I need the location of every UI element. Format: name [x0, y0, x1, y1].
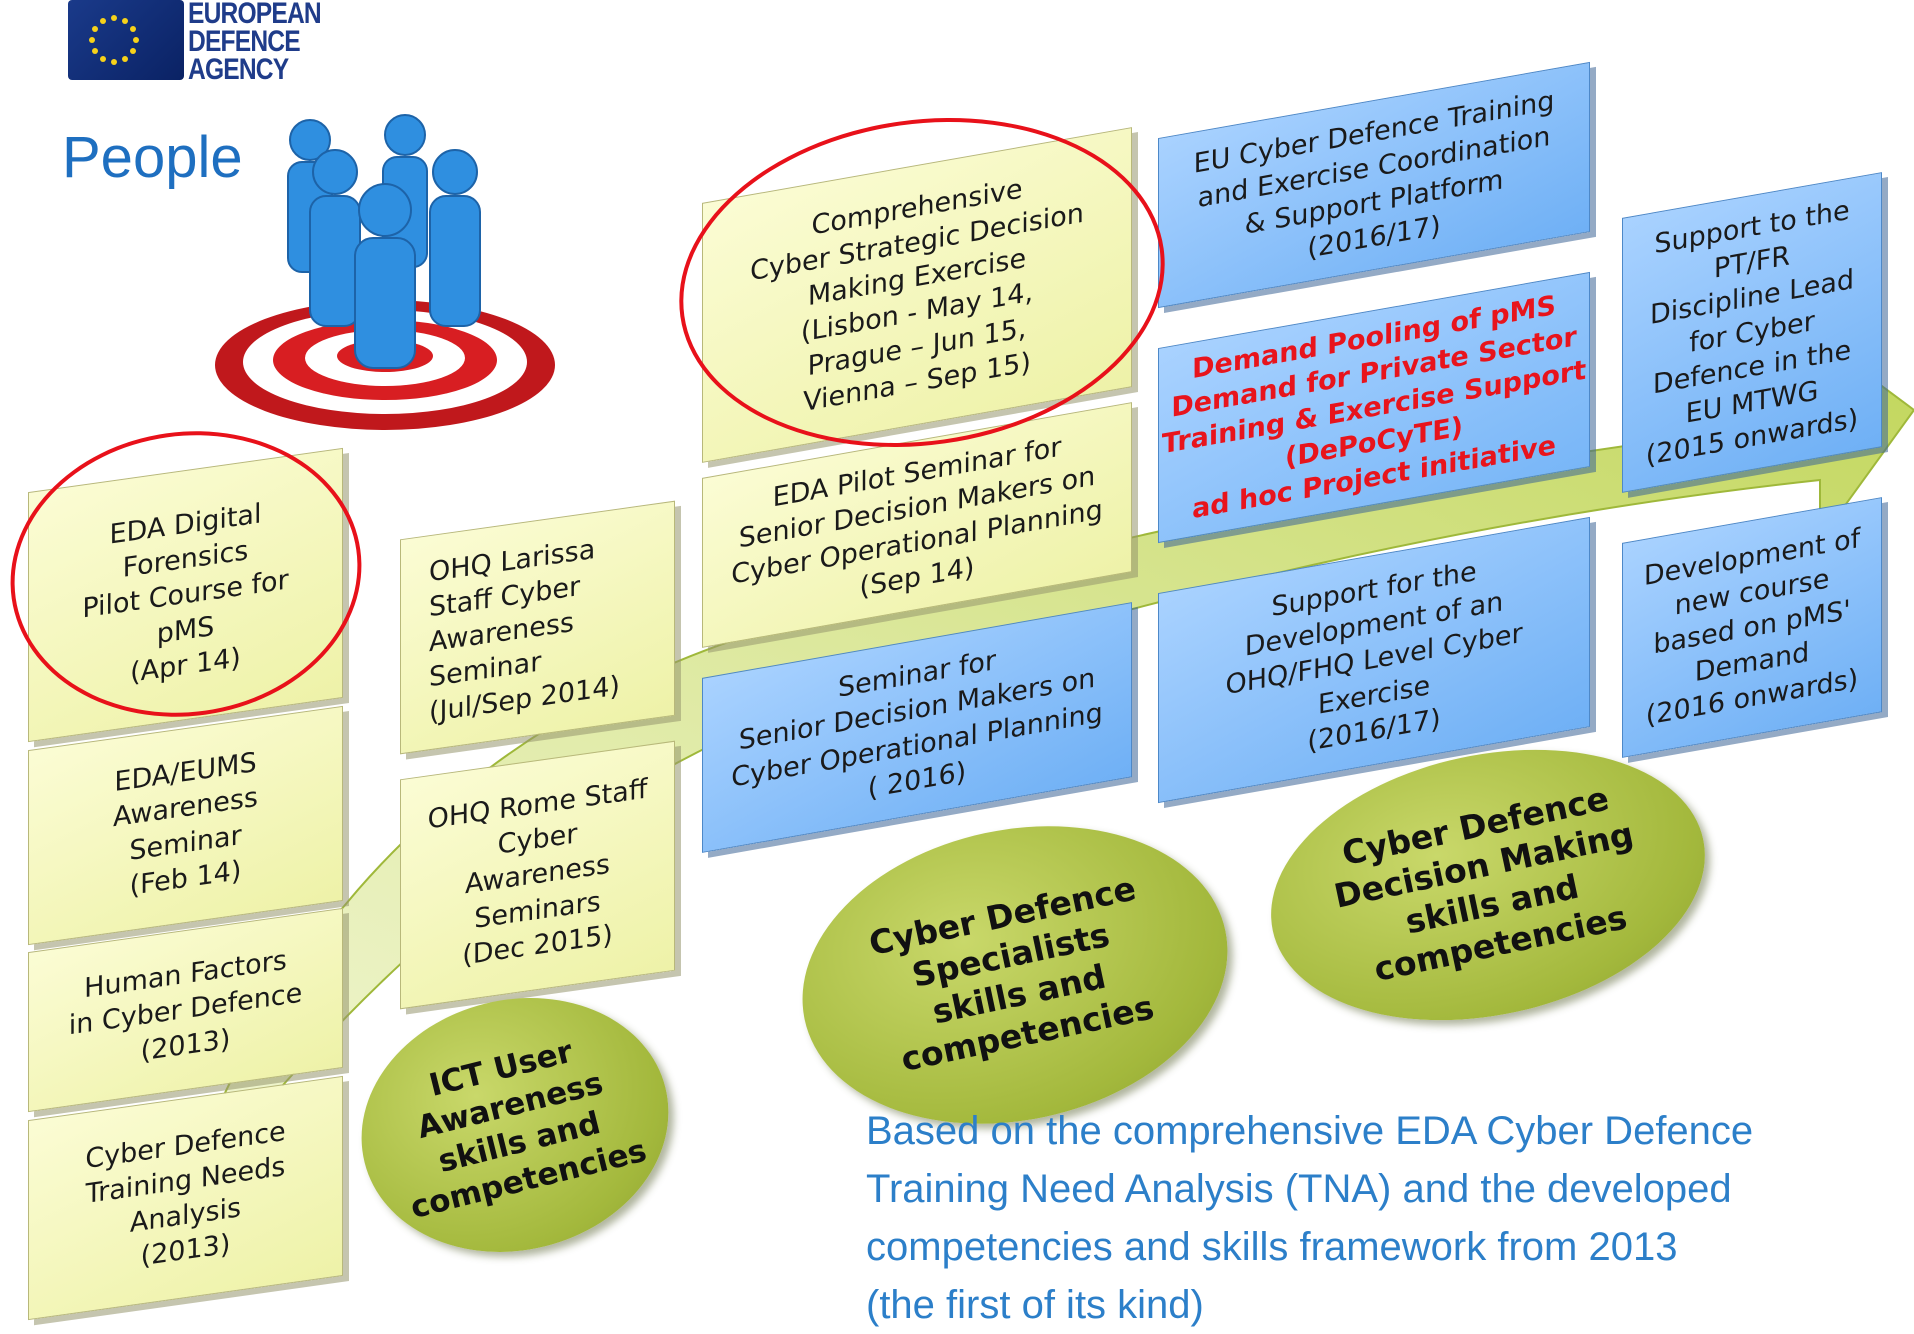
card-ohq-larissa: OHQ Larissa Staff Cyber Awareness Semina…	[400, 500, 675, 755]
card-text: Support for the Development of an OHQ/FH…	[1225, 556, 1523, 758]
card-ohq-rome: OHQ Rome Staff Cyber Awareness Seminars …	[400, 740, 675, 1010]
logo-line: DEFENCE	[188, 25, 301, 58]
card-new-course-development: Development of new course based on pMS' …	[1622, 497, 1882, 758]
logo-line: AGENCY	[188, 53, 289, 86]
oval-text: ICT User Awareness skills and competenci…	[406, 1033, 651, 1226]
eu-stars-icon	[89, 15, 139, 65]
logo-wordmark: EUROPEAN DEFENCE AGENCY	[188, 0, 350, 86]
oval-text: Cyber Defence Specialists skills and com…	[865, 868, 1158, 1080]
footnote-text: Based on the comprehensive EDA Cyber Def…	[866, 1109, 1754, 1327]
oval-text: Cyber Defence Decision Making skills and…	[1330, 778, 1637, 990]
card-text: Human Factors in Cyber Defence (2013)	[68, 945, 303, 1067]
card-text: EDA/EUMS Awareness Seminar (Feb 14)	[113, 747, 258, 902]
card-text: OHQ Rome Staff Cyber Awareness Seminars …	[427, 773, 648, 972]
page-title: People	[62, 125, 243, 190]
logo-line: EUROPEAN	[188, 0, 322, 30]
eu-stars-logo-icon	[68, 0, 184, 80]
people-on-target-icon	[215, 114, 555, 430]
card-text: Development of new course based on pMS' …	[1643, 522, 1861, 732]
card-text: OHQ Larissa Staff Cyber Awareness Semina…	[429, 533, 620, 729]
card-text: Cyber Defence Training Needs Analysis (2…	[85, 1115, 286, 1273]
card-text: Support to the PT/FR Discipline Lead for…	[1645, 194, 1859, 472]
card-pt-fr-discipline-lead: Support to the PT/FR Discipline Lead for…	[1622, 172, 1882, 493]
